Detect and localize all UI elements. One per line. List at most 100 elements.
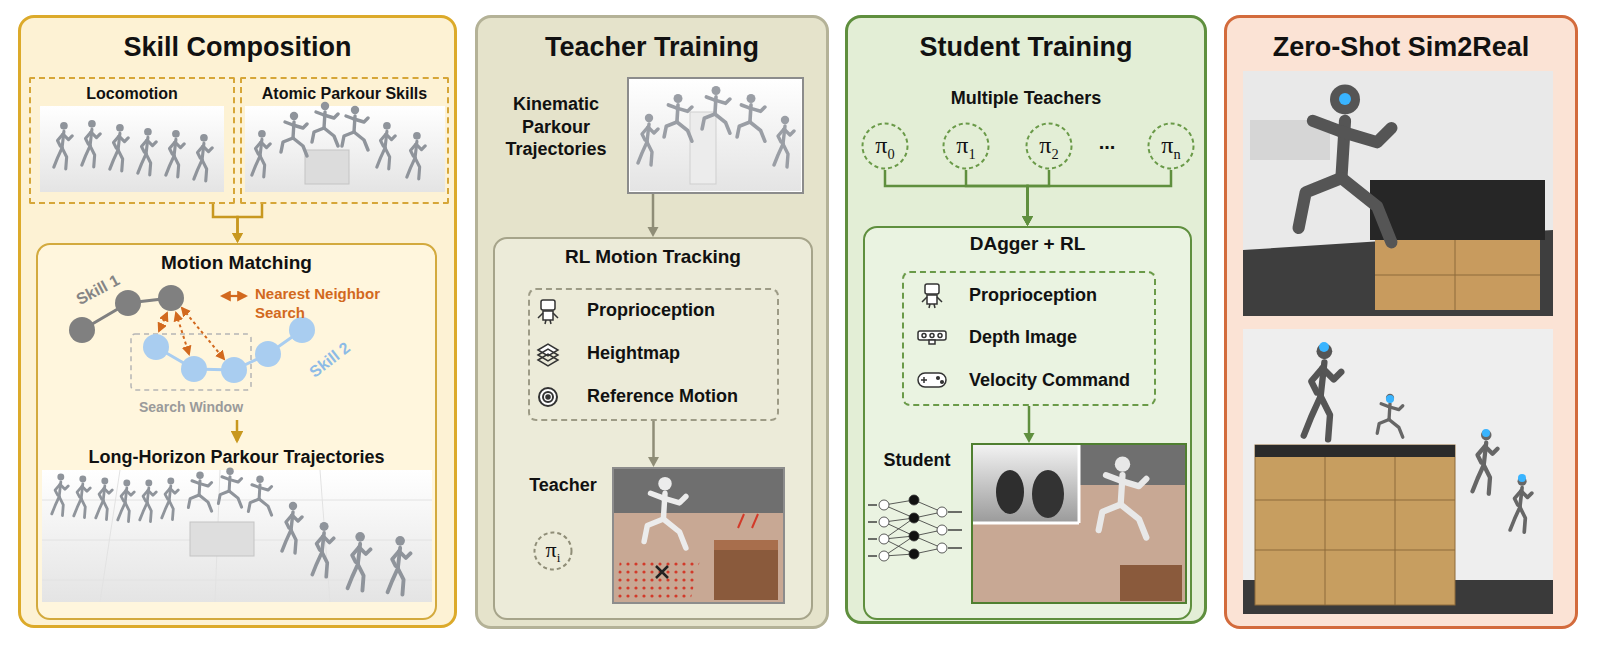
student-input-icons bbox=[918, 284, 946, 387]
motion-matching-graph bbox=[69, 285, 315, 441]
long-horizon-illustration bbox=[190, 522, 254, 556]
neural-network-icon bbox=[879, 517, 889, 527]
label-text: Search Window bbox=[139, 399, 243, 415]
panel-title: Teacher Training bbox=[545, 32, 759, 62]
motion-matching-graph bbox=[159, 313, 167, 331]
text-holder: Locomotion bbox=[29, 84, 235, 104]
locomotion-illustration bbox=[40, 106, 224, 192]
arrow-head bbox=[648, 457, 659, 467]
neural-network-icon bbox=[879, 534, 889, 544]
subscript: i bbox=[557, 550, 561, 565]
neural-network-icon bbox=[948, 547, 962, 548]
real-robot-photo bbox=[1518, 474, 1526, 482]
student-simulation-illustration bbox=[1078, 445, 1081, 523]
arrow-head bbox=[648, 227, 659, 237]
real-robot-photo bbox=[1243, 329, 1553, 614]
node-text: Locomotion bbox=[86, 85, 178, 102]
arrow-head bbox=[1022, 216, 1033, 226]
label-text: ... bbox=[1099, 131, 1116, 153]
text-holder: Skill Composition bbox=[18, 31, 457, 65]
motion-matching-graph bbox=[69, 317, 95, 343]
connector-line bbox=[966, 170, 1028, 218]
node-text: π1 bbox=[956, 130, 975, 163]
locomotion-illustration bbox=[54, 122, 72, 169]
locomotion-illustration bbox=[110, 124, 128, 171]
node-text: Long-Horizon Parkour Trajectories bbox=[88, 447, 384, 467]
locomotion-illustration bbox=[40, 106, 224, 192]
motion-matching-graph bbox=[181, 356, 207, 382]
text-holder: π0 bbox=[861, 122, 909, 170]
motion-matching-graph bbox=[158, 285, 184, 311]
text-holder: Zero-Shot Sim2Real bbox=[1224, 31, 1578, 65]
real-robot-photo bbox=[1395, 457, 1396, 605]
real-robot-photo bbox=[1510, 477, 1532, 532]
motion-matching-graph bbox=[115, 290, 141, 316]
motion-matching-graph bbox=[222, 295, 246, 297]
real-robot-photo bbox=[1386, 395, 1394, 403]
circle-outline bbox=[1149, 124, 1194, 169]
long-horizon-illustration bbox=[388, 536, 411, 595]
arrow-head bbox=[1024, 433, 1035, 443]
long-horizon-illustration bbox=[248, 476, 271, 515]
student-input-icons bbox=[922, 334, 926, 338]
subscript: n bbox=[1173, 145, 1180, 161]
parkour-skill-illustration bbox=[377, 122, 395, 169]
neural-network-icon bbox=[868, 495, 962, 561]
student-input-icons bbox=[937, 377, 940, 380]
long-horizon-illustration bbox=[42, 470, 432, 602]
connector-arrow bbox=[648, 194, 659, 237]
motion-matching-graph bbox=[143, 334, 169, 360]
parkour-skill-illustration bbox=[407, 132, 425, 179]
neural-network-icon bbox=[868, 504, 877, 505]
node-text: π0 bbox=[875, 130, 894, 163]
subscript: 1 bbox=[968, 145, 975, 161]
circle-outline bbox=[1027, 124, 1072, 169]
arrow-head bbox=[232, 233, 243, 243]
text-holder: RL Motion Tracking bbox=[493, 245, 813, 269]
text-holder: πi bbox=[533, 531, 573, 571]
student-input-icons bbox=[941, 381, 944, 384]
long-horizon-illustration bbox=[42, 580, 432, 581]
parkour-skill-illustration bbox=[342, 106, 368, 150]
teacher-simulation-illustration bbox=[714, 548, 778, 600]
subscript: 2 bbox=[1051, 145, 1058, 161]
text-holder: πn bbox=[1147, 122, 1195, 170]
teacher-simulation-illustration bbox=[614, 469, 783, 602]
text-holder: Motion Matching bbox=[36, 251, 437, 275]
arrow-head bbox=[1022, 216, 1033, 226]
teacher-input-icons bbox=[538, 354, 558, 366]
text-holder: Kinematic Parkour Trajectories bbox=[496, 93, 616, 161]
real-robot-photo bbox=[1243, 230, 1553, 316]
teacher-input-icons bbox=[538, 300, 558, 406]
connector-line bbox=[238, 204, 263, 235]
teacher-simulation-illustration bbox=[714, 540, 778, 550]
text-holder: DAgger + RL bbox=[863, 232, 1192, 256]
motion-matching-graph bbox=[255, 341, 281, 367]
teacher-simulation-illustration bbox=[644, 477, 686, 548]
arrow-head bbox=[232, 233, 243, 243]
text-holder: Nearest Neighbor Search bbox=[255, 285, 420, 323]
neural-network-icon bbox=[884, 500, 942, 556]
student-simulation-illustration bbox=[973, 445, 1079, 523]
motion-matching-graph bbox=[182, 308, 224, 359]
node-text: Proprioception bbox=[969, 285, 1097, 305]
panel-title: Zero-Shot Sim2Real bbox=[1273, 32, 1530, 62]
real-robot-photo bbox=[1255, 445, 1455, 457]
arrow-head bbox=[1022, 216, 1033, 226]
teacher-input-icons bbox=[541, 300, 555, 310]
real-robot-photo bbox=[1325, 457, 1326, 605]
long-horizon-illustration bbox=[52, 473, 68, 515]
node-text: Heightmap bbox=[587, 343, 680, 363]
long-horizon-illustration bbox=[218, 468, 241, 507]
input-list: ProprioceptionHeightmapReference Motion bbox=[528, 288, 779, 421]
neural-network-icon bbox=[909, 513, 919, 523]
long-horizon-illustration bbox=[96, 477, 112, 519]
neural-network-icon bbox=[868, 521, 877, 522]
long-horizon-illustration bbox=[74, 475, 90, 517]
locomotion-illustration bbox=[166, 130, 184, 177]
connector-arrow bbox=[885, 170, 1033, 226]
connector-line bbox=[652, 421, 655, 459]
real-robot-photo bbox=[1243, 71, 1553, 316]
neural-network-icon bbox=[909, 531, 919, 541]
